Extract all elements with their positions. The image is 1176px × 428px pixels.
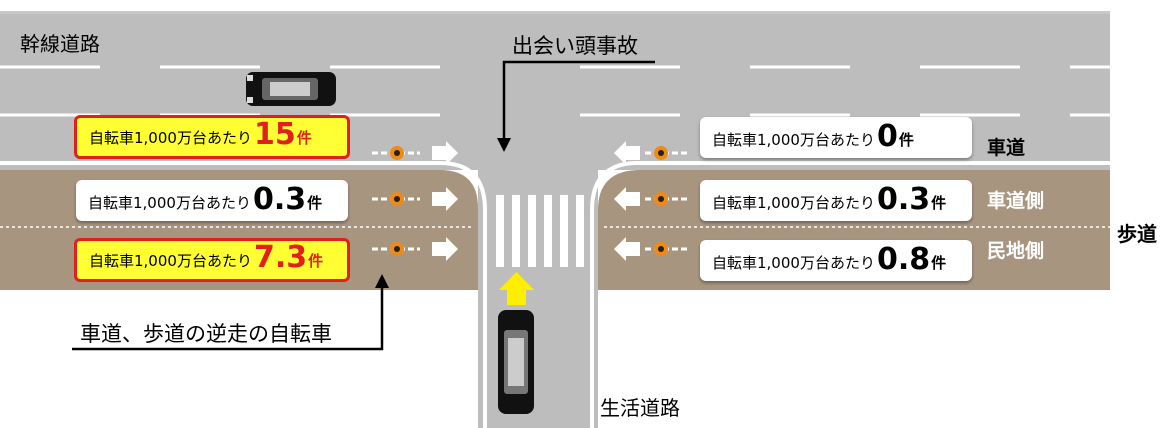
sidewalk-label: 歩道 (1117, 222, 1157, 246)
rate-unit: 件 (308, 252, 324, 270)
rate-value: 0.3 (252, 182, 307, 217)
car-main-road-icon (246, 72, 336, 106)
bike-left-private-side-icon (372, 237, 458, 261)
rate-value: 0 (876, 119, 898, 154)
private-side-label: 民地側 (987, 240, 1045, 262)
road-side-label: 車道側 (987, 190, 1045, 212)
wrong-way-pointer-line (72, 284, 384, 351)
rate-value: 0.8 (876, 242, 931, 277)
main-road-label: 幹線道路 (20, 32, 100, 56)
bike-right-private-side-icon (614, 237, 688, 261)
wrong-way-label: 車道、歩道の逆走の自転車 (80, 322, 332, 346)
rate-box-left-private-side: 自転車1,000万台あたり 7.3 件 (74, 238, 350, 282)
rate-unit: 件 (296, 129, 312, 147)
rate-prefix: 自転車1,000万台あたり (712, 131, 875, 149)
rate-unit: 件 (931, 254, 947, 272)
rate-value: 0.3 (876, 182, 931, 217)
car-side-road-icon (498, 310, 534, 414)
title-pointer-line (502, 60, 655, 142)
rate-unit: 件 (931, 194, 947, 212)
roadway-label: 車道 (987, 137, 1026, 159)
rate-value: 7.3 (253, 240, 308, 275)
rate-prefix: 自転車1,000万台あたり (88, 194, 251, 212)
bike-left-road-side-icon (372, 187, 458, 211)
rate-prefix: 自転車1,000万台あたり (712, 194, 875, 212)
rate-unit: 件 (898, 131, 914, 149)
rate-prefix: 自転車1,000万台あたり (89, 252, 252, 270)
rate-box-right-road-side: 自転車1,000万台あたり 0.3 件 (700, 180, 972, 221)
side-road-label: 生活道路 (600, 396, 680, 420)
rate-prefix: 自転車1,000万台あたり (89, 129, 252, 147)
rate-box-left-roadway: 自転車1,000万台あたり 15 件 (74, 115, 350, 159)
rate-unit: 件 (307, 194, 323, 212)
rate-box-right-roadway: 自転車1,000万台あたり 0 件 (700, 117, 972, 158)
side-road-arrow-icon (499, 272, 534, 305)
rate-box-left-road-side: 自転車1,000万台あたり 0.3 件 (76, 180, 348, 221)
rate-prefix: 自転車1,000万台あたり (712, 254, 875, 272)
rate-value: 15 (253, 117, 296, 152)
diagram-title: 出会い頭事故 (512, 34, 638, 58)
bike-right-road-side-icon (614, 187, 688, 211)
crosswalk (496, 195, 584, 267)
rate-box-right-private-side: 自転車1,000万台あたり 0.8 件 (700, 240, 972, 281)
bike-left-roadway-icon (372, 141, 458, 165)
bike-right-roadway-icon (614, 141, 688, 165)
